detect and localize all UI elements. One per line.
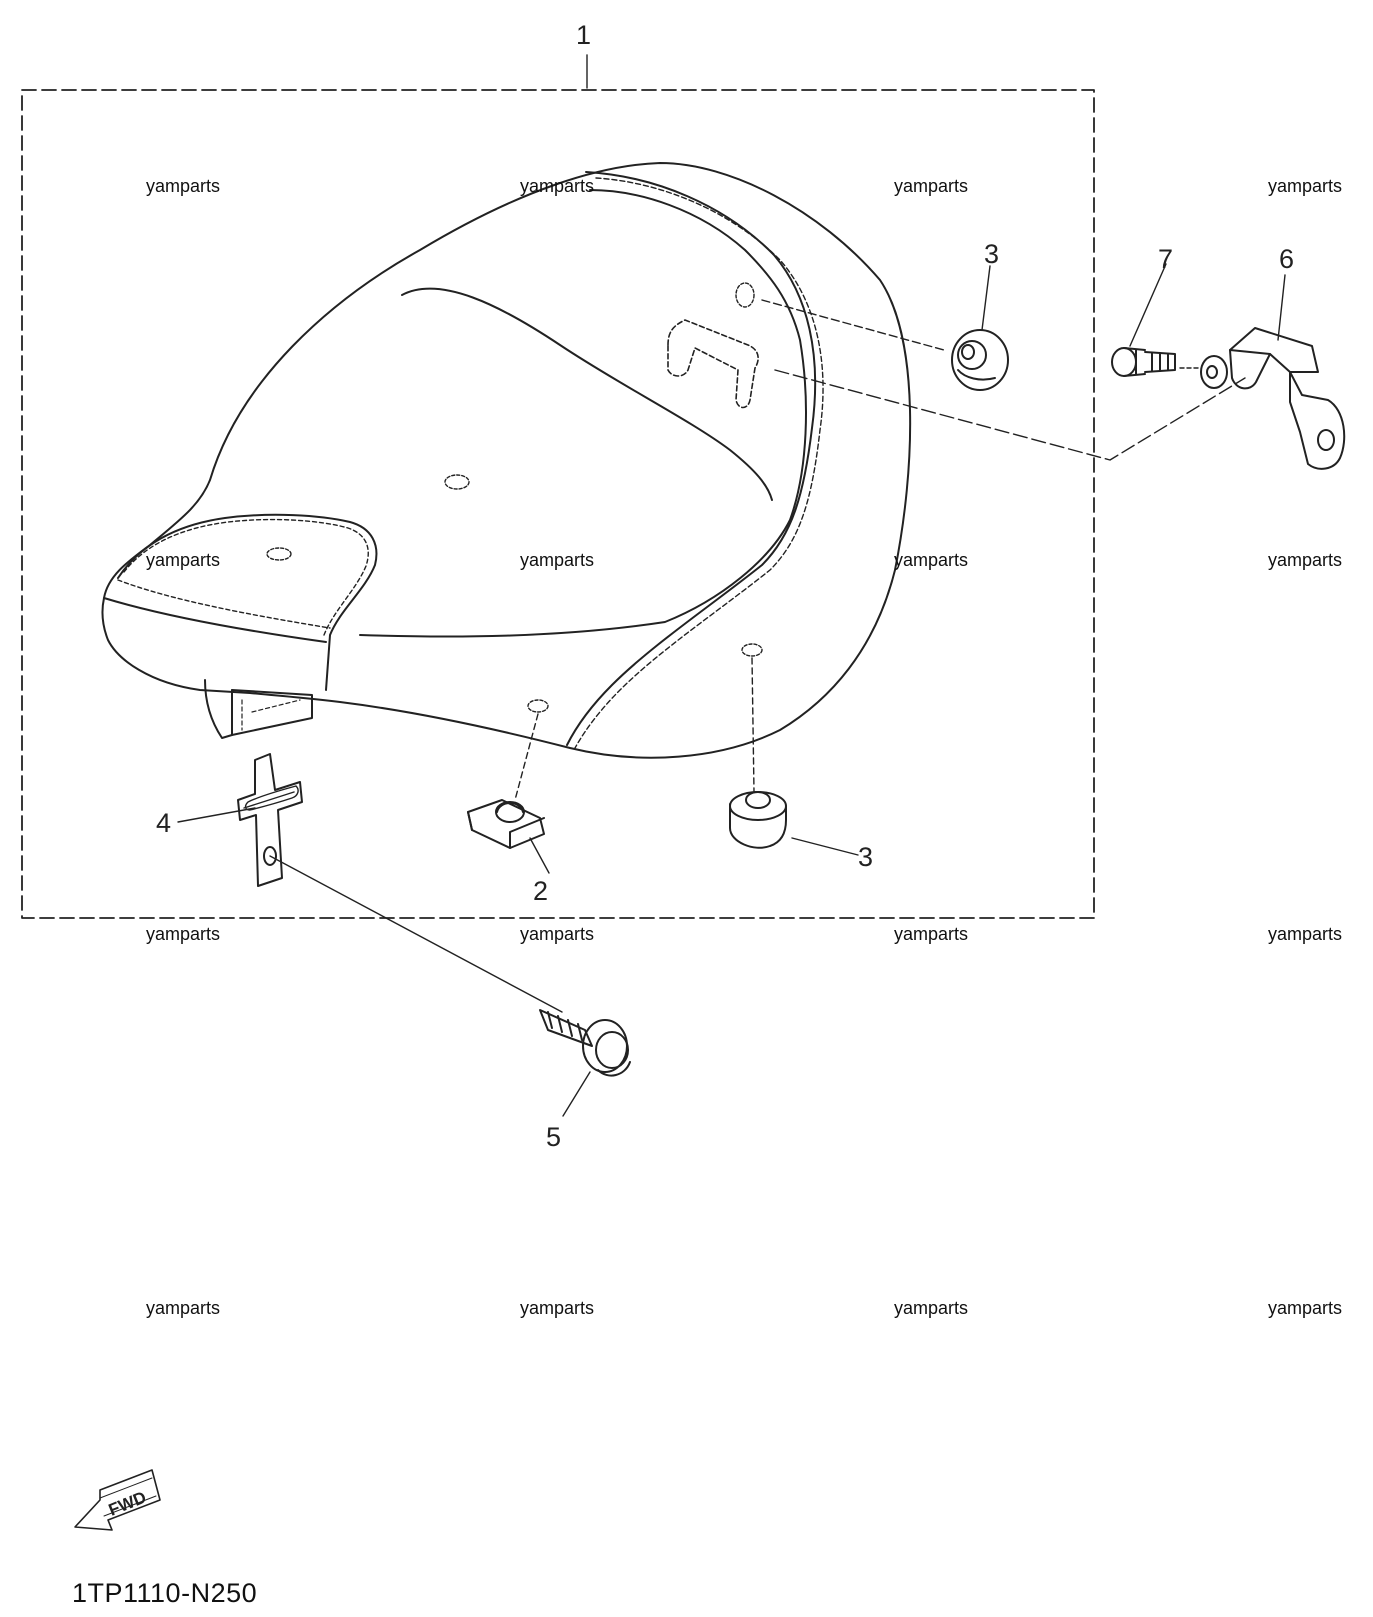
- seat: [101, 162, 912, 759]
- watermark: yamparts: [520, 924, 595, 944]
- watermark: yamparts: [146, 1298, 221, 1318]
- clip-nut: [467, 799, 545, 849]
- callout-6: 6: [1279, 244, 1294, 274]
- callout-7: 7: [1158, 244, 1173, 274]
- watermark: yamparts: [894, 1298, 969, 1318]
- callout-5: 5: [546, 1122, 561, 1152]
- grommet-upper: [951, 329, 1009, 391]
- washer: [1200, 355, 1228, 389]
- watermark: yamparts: [146, 550, 221, 570]
- assembly-boundary: [21, 89, 1095, 919]
- watermark: yamparts: [894, 550, 969, 570]
- watermark: yamparts: [1268, 924, 1343, 944]
- callout-1: 1: [576, 20, 591, 50]
- seat-bracket: [1229, 327, 1346, 470]
- watermark: yamparts: [146, 924, 221, 944]
- watermark: yamparts: [1268, 1298, 1343, 1318]
- fwd-label: FWD: [106, 1488, 149, 1520]
- diagram-code: 1TP1110-N250: [72, 1578, 258, 1608]
- watermark: yamparts: [894, 924, 969, 944]
- watermark: yamparts: [894, 176, 969, 196]
- leader-lines: [177, 54, 1286, 1117]
- watermark: yamparts: [520, 1298, 595, 1318]
- watermark: yamparts: [520, 550, 595, 570]
- callout-4: 4: [156, 808, 171, 838]
- watermark: yamparts: [520, 176, 595, 196]
- grommet-lower: [729, 791, 787, 849]
- watermark: yamparts: [146, 176, 221, 196]
- bracket-plate: [237, 753, 303, 887]
- callout-3-lower: 3: [858, 842, 873, 872]
- callout-2: 2: [533, 876, 548, 906]
- callout-3-upper: 3: [984, 239, 999, 269]
- fwd-arrow-icon: [74, 1469, 161, 1531]
- watermark: yamparts: [1268, 550, 1343, 570]
- bolt-long: [539, 1009, 631, 1077]
- watermark: yamparts: [1268, 176, 1343, 196]
- bolt-short: [1111, 347, 1176, 377]
- callout-numbers: 1 2 3 3 4 5 6 7: [156, 20, 1294, 1152]
